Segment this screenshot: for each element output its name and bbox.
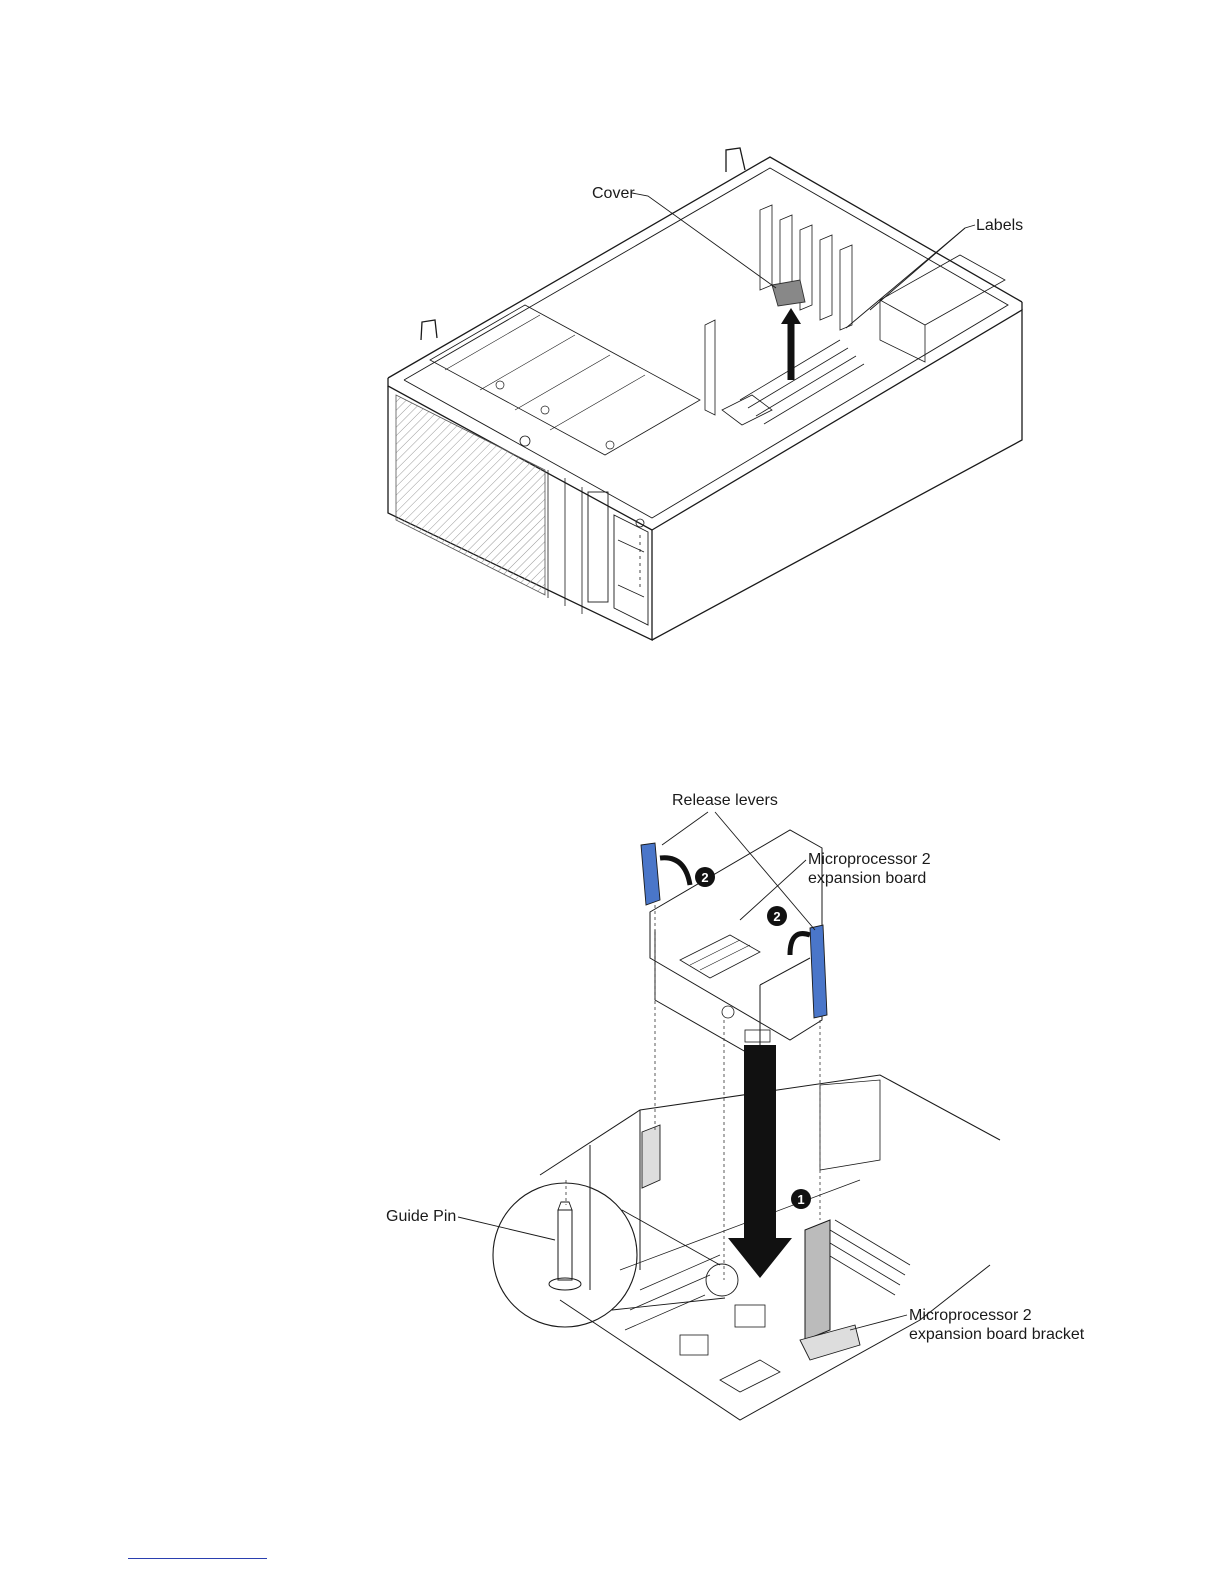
lift-arrow [781,308,801,380]
figure1-leader-lines [632,193,975,328]
labels-callout: Labels [976,216,1023,235]
insertion-arrow [728,1045,792,1278]
step-marker-2a: 2 [701,870,708,885]
board-bracket-callout-line2: expansion board bracket [909,1325,1084,1344]
release-levers-callout: Release levers [672,791,778,810]
guide-pin-callout: Guide Pin [386,1207,456,1226]
microprocessor-board-callout-line2: expansion board [808,869,931,888]
microprocessor-board-callout-line1: Microprocessor 2 [808,850,931,869]
rotation-arrows [660,858,810,955]
footer-rule [128,1558,267,1559]
release-lever-left [641,843,660,905]
step-marker-1: 1 [797,1192,804,1207]
release-lever-right [810,925,827,1018]
cover-callout: Cover [592,184,635,203]
guide-pin-magnifier [493,1183,738,1327]
alignment-guides [566,905,820,1280]
server-chassis-drawing [388,148,1022,640]
microprocessor-board-callout: Microprocessor 2 expansion board [808,850,931,888]
board-bracket-callout-line1: Microprocessor 2 [909,1306,1084,1325]
step-marker-2b: 2 [773,909,780,924]
figure2-leader-lines [458,812,907,1330]
board-bracket-callout: Microprocessor 2 expansion board bracket [909,1306,1084,1344]
